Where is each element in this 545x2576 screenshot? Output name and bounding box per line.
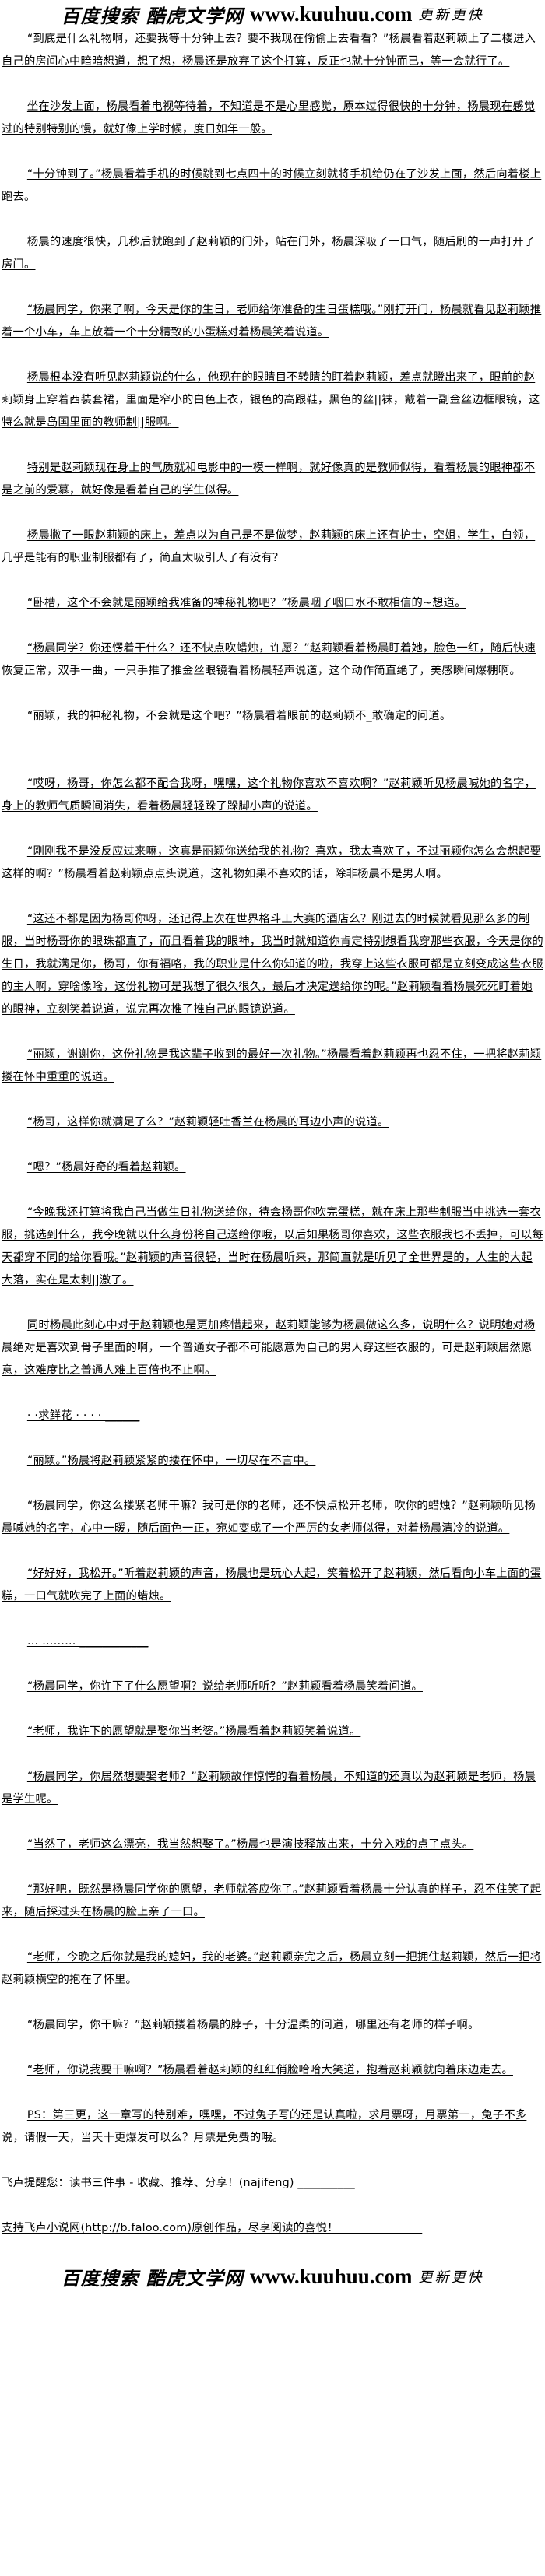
banner-slogan: 更新更快 <box>418 2269 484 2286</box>
footer-note: 飞卢提醒您：读书三件事 - 收藏、推荐、分享！(najifeng) ______… <box>2 2177 355 2189</box>
paragraph: · ·求鲜花 · · · · ______ <box>26 1409 140 1422</box>
banner-site-name: 百度搜索 酷虎文学网 <box>61 4 244 27</box>
chapter-text: “到底是什么礼物啊，还要我等十分钟上去？要不我现在偷偷上去看看？”杨晨看着赵莉颖… <box>0 28 545 2240</box>
paragraph: “刚刚我不是没反应过来嘛，这真是丽颖你送给我的礼物？喜欢，我太喜欢了，不过丽颖你… <box>2 845 541 880</box>
paragraph: PS：第三更，这一章写的特别难，嘿嘿，不过兔子写的还是认真啦，求月票呀，月票第一… <box>2 2109 527 2144</box>
paragraph: “这还不都是因为杨哥你呀，还记得上次在世界格斗王大赛的酒店么？刚进去的时候就看见… <box>2 913 543 1016</box>
paragraph: “杨晨同学？你还愣着干什么？还不快点吹蜡烛，许愿？”赵莉颖看着杨晨盯着她，脸色一… <box>2 642 536 677</box>
paragraph: 杨晨根本没有听见赵莉颖说的什么，他现在的眼睛目不转睛的盯着赵莉颖，差点就瞪出来了… <box>2 371 540 429</box>
paragraph: “丽颖，我的神秘礼物，不会就是这个吧？”杨晨看着眼前的赵莉颖不_敢确定的问道。 <box>26 710 452 722</box>
paragraph: “卧槽，这个不会就是丽颖给我准备的神秘礼物吧？”杨晨咽了咽口水不敢相信的~想道。 <box>26 597 466 609</box>
paragraph: “杨晨同学，你干嘛？”赵莉颖搂着杨晨的脖子，十分温柔的问道，哪里还有老师的样子啊… <box>26 2019 480 2031</box>
paragraph: “杨晨同学，你居然想要娶老师？”赵莉颖故作惊愕的看着杨晨，不知道的还真以为赵莉颖… <box>2 1771 536 1806</box>
paragraph: 特别是赵莉颖现在身上的气质就和电影中的一模一样啊，就好像真的是教师似得，看着杨晨… <box>2 462 536 497</box>
paragraph: “好好好，我松开。”听着赵莉颖的声音，杨晨也是玩心大起，笑着松开了赵莉颖，然后看… <box>2 1567 542 1602</box>
paragraph: “老师，我许下的愿望就是娶你当老婆。”杨晨看着赵莉颖笑着说道。 <box>26 1725 361 1738</box>
paragraph: “今晚我还打算将我自己当做生日礼物送给你，待会杨哥你吹完蛋糕，就在床上那些制服当… <box>2 1206 543 1286</box>
paragraph: “杨晨同学，你这么搂紧老师干嘛？我可是你的老师，还不快点松开老师，吹你的蜡烛？”… <box>2 1500 536 1535</box>
paragraph: “杨晨同学，你许下了什么愿望啊？说给老师听听？”赵莉颖看着杨晨笑着问道。 <box>26 1680 423 1693</box>
paragraph: 同时杨晨此刻心中对于赵莉颖也是更加疼惜起来，赵莉颖能够为杨晨做这么多，说明什么？… <box>2 1319 536 1377</box>
banner-site-name: 百度搜索 酷虎文学网 <box>61 2266 244 2290</box>
paragraph: 坐在沙发上面，杨晨看着电视等待着，不知道是不是心里感觉，原本过得很快的十分钟，杨… <box>2 100 536 135</box>
paragraph: “丽颖。”杨晨将赵莉颖紧紧的搂在怀中，一切尽在不言中。 <box>26 1455 316 1467</box>
paragraph: “十分钟到了。”杨晨看着手机的时候跳到七点四十的时候立刻就将手机给仍在了沙发上面… <box>2 168 542 203</box>
footer-note: 支持飞卢小说网(http://b.faloo.com)原创作品，尽享阅读的喜悦！… <box>2 2222 423 2234</box>
paragraph: “当然了，老师这么漂亮，我当然想娶了。”杨晨也是演技释放出来，十分入戏的点了点头… <box>26 1838 474 1851</box>
site-banner-top: 百度搜索 酷虎文学网 www.kuuhuu.com 更新更快 <box>0 0 545 28</box>
paragraph: “嗯？”杨晨好奇的看着赵莉颖。 <box>26 1161 186 1174</box>
paragraph: “老师，你说我要干嘛啊？”杨晨看着赵莉颖的红红俏脸哈哈大笑道，抱着赵莉颖就向着床… <box>26 2064 513 2076</box>
banner-url: www.kuuhuu.com <box>249 2264 413 2288</box>
paragraph: “杨晨同学，你来了啊，今天是你的生日，老师给你准备的生日蛋糕哦。”刚打开门，杨晨… <box>2 304 542 339</box>
paragraph: 杨晨撇了一眼赵莉颖的床上，差点以为自己是不是做梦，赵莉颖的床上还有护士，空姐，学… <box>2 529 536 564</box>
paragraph: “老师，今晚之后你就是我的媳妇，我的老婆。”赵莉颖亲完之后，杨晨立刻一把拥住赵莉… <box>2 1951 542 1986</box>
banner-url: www.kuuhuu.com <box>249 2 413 26</box>
paragraph: “丽颖，谢谢你，这份礼物是我这辈子收到的最好一次礼物。”杨晨看着赵莉颖再也忍不住… <box>2 1048 542 1083</box>
paragraph: “到底是什么礼物啊，还要我等十分钟上去？要不我现在偷偷上去看看？”杨晨看着赵莉颖… <box>2 33 536 68</box>
paragraph: “杨哥，这样你就满足了么？”赵莉颖轻吐香兰在杨晨的耳边小声的说道。 <box>26 1116 389 1128</box>
paragraph: “那好吧，既然是杨晨同学你的愿望，老师就答应你了。”赵莉颖看着杨晨十分认真的样子… <box>2 1883 542 1918</box>
site-banner-bottom: 百度搜索 酷虎文学网 www.kuuhuu.com 更新更快 <box>0 2262 545 2290</box>
paragraph: … ……… ____________ <box>26 1635 149 1648</box>
paragraph: 杨晨的速度很快，几秒后就跑到了赵莉颖的门外，站在门外，杨晨深吸了一口气，随后刷的… <box>2 236 536 271</box>
paragraph: “哎呀，杨哥，你怎么都不配合我呀，嘿嘿，这个礼物你喜欢不喜欢啊？”赵莉颖听见杨晨… <box>2 777 536 812</box>
banner-slogan: 更新更快 <box>418 7 484 23</box>
